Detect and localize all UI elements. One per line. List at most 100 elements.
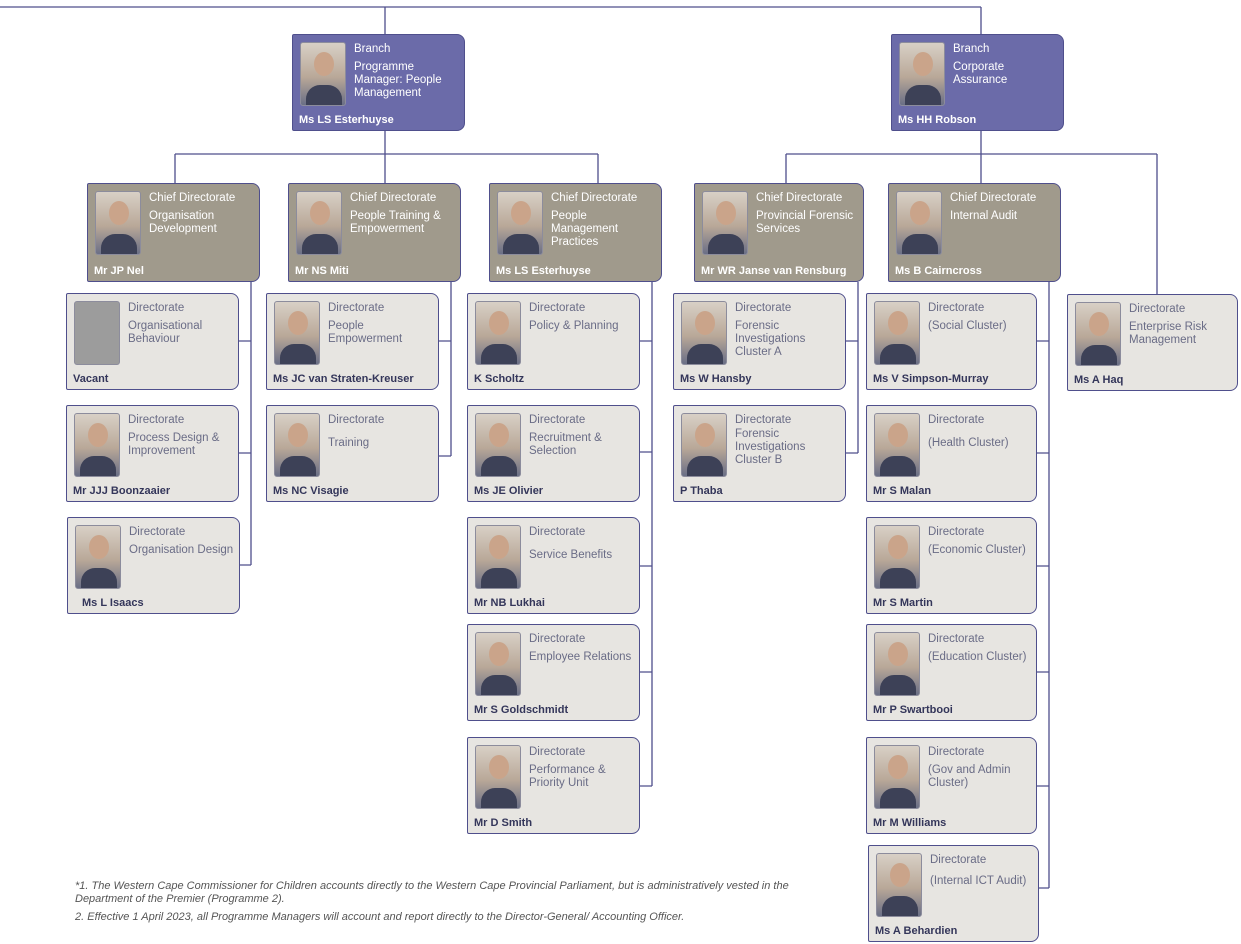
card-unit: Performance & Priority Unit bbox=[529, 764, 606, 789]
person-photo bbox=[274, 413, 320, 477]
card-level: Directorate bbox=[129, 526, 186, 538]
card-person-name: Mr P Swartbooi bbox=[873, 704, 953, 716]
card-level: Directorate bbox=[529, 746, 586, 758]
directorate-card: Directorate (Education Cluster) Mr P Swar… bbox=[866, 624, 1037, 721]
card-unit: Process Design & Improvement bbox=[128, 432, 220, 457]
card-unit: People Empowerment bbox=[328, 320, 403, 345]
connector-c5 bbox=[1037, 282, 1050, 889]
card-unit: Organisation Development bbox=[149, 210, 217, 235]
card-level: Directorate bbox=[928, 414, 985, 426]
card-unit: People Training & Empowerment bbox=[350, 210, 441, 235]
person-photo bbox=[874, 632, 920, 696]
card-unit: Programme Manager: People Management bbox=[354, 61, 442, 99]
card-person-name: Ms B Cairncross bbox=[895, 265, 982, 277]
connector-branch-2 bbox=[785, 131, 1158, 294]
card-unit: (Education Cluster) bbox=[928, 651, 1027, 663]
card-person-name: K Scholtz bbox=[474, 373, 525, 385]
connector-branch-1 bbox=[174, 131, 599, 183]
card-level: Chief Directorate bbox=[149, 192, 236, 204]
directorate-card: Directorate(Health Cluster) Mr S Malan bbox=[866, 405, 1037, 502]
person-photo bbox=[874, 525, 920, 589]
card-level: Directorate bbox=[529, 414, 586, 426]
connector-top bbox=[0, 6, 982, 34]
card-level: Directorate bbox=[328, 302, 385, 314]
card-person-name: Ms A Haq bbox=[1074, 374, 1124, 386]
card-level: Chief Directorate bbox=[551, 192, 638, 204]
card-person-name: Mr S Martin bbox=[873, 597, 933, 609]
card-level: Directorate bbox=[735, 302, 792, 314]
person-photo bbox=[702, 191, 748, 255]
person-photo bbox=[475, 745, 521, 809]
directorate-card: Directorate(Internal ICT Audit) Ms A Beh… bbox=[868, 845, 1039, 942]
footnotes: *1. The Western Cape Commissioner for Ch… bbox=[75, 880, 815, 930]
card-person-name: Mr D Smith bbox=[474, 817, 533, 829]
connector-c3 bbox=[640, 282, 653, 787]
card-unit: Organisational Behaviour bbox=[128, 320, 203, 345]
person-photo bbox=[899, 42, 945, 106]
card-person-name: Ms LS Esterhuyse bbox=[299, 114, 394, 126]
card-level: Directorate bbox=[529, 526, 586, 538]
footnote-2: 2. Effective 1 April 2023, all Programme… bbox=[75, 911, 685, 923]
person-photo bbox=[475, 525, 521, 589]
card-unit: (Internal ICT Audit) bbox=[930, 875, 1027, 887]
directorate-card: Directorate(Economic Cluster) Mr S Marti… bbox=[866, 517, 1037, 614]
person-photo bbox=[681, 301, 727, 365]
card-level: Chief Directorate bbox=[950, 192, 1037, 204]
card-person-name: Mr S Goldschmidt bbox=[474, 704, 569, 716]
card-unit: Corporate Assurance bbox=[953, 61, 1008, 86]
connector-c1 bbox=[239, 282, 252, 566]
card-level: Branch bbox=[953, 43, 990, 55]
person-photo bbox=[874, 413, 920, 477]
card-level: Directorate bbox=[928, 302, 985, 314]
card-level: Directorate bbox=[735, 414, 792, 426]
card-unit: (Economic Cluster) bbox=[928, 544, 1026, 556]
person-photo bbox=[876, 853, 922, 917]
person-photo bbox=[75, 525, 121, 589]
card-person-name: Ms JC van Straten-Kreuser bbox=[273, 373, 414, 385]
card-person-name: Ms NC Visagie bbox=[273, 485, 349, 497]
card-person-name: P Thaba bbox=[680, 485, 723, 497]
card-unit: Forensic Investigations Cluster A bbox=[735, 320, 806, 358]
card-person-name: Mr NB Lukhai bbox=[474, 597, 545, 609]
card-unit: (Gov and Admin Cluster) bbox=[928, 764, 1011, 789]
card-person-name: Ms V Simpson-Murray bbox=[873, 373, 989, 385]
card-unit: (Social Cluster) bbox=[928, 320, 1007, 332]
footnote-1: *1. The Western Cape Commissioner for Ch… bbox=[75, 880, 789, 905]
card-person-name: Ms A Behardien bbox=[875, 925, 958, 937]
person-photo bbox=[300, 42, 346, 106]
card-person-name: Mr S Malan bbox=[873, 485, 932, 497]
card-person-name: Vacant bbox=[73, 373, 109, 385]
card-level: Branch bbox=[354, 43, 391, 55]
card-level: Directorate bbox=[529, 302, 586, 314]
card-person-name: Ms HH Robson bbox=[898, 114, 977, 126]
vacant-photo bbox=[74, 301, 120, 365]
person-photo bbox=[274, 301, 320, 365]
card-unit: Employee Relations bbox=[529, 651, 632, 663]
connector-c4 bbox=[846, 282, 859, 454]
person-photo bbox=[296, 191, 342, 255]
card-person-name: Mr NS Miti bbox=[295, 265, 349, 277]
card-level: Directorate bbox=[128, 414, 185, 426]
card-person-name: Mr JJJ Boonzaaier bbox=[73, 485, 171, 497]
card-level: Directorate bbox=[928, 633, 985, 645]
card-level: Chief Directorate bbox=[350, 192, 437, 204]
card-person-name: Ms W Hansby bbox=[680, 373, 752, 385]
card-person-name: Ms JE Olivier bbox=[474, 485, 544, 497]
connector-c2 bbox=[439, 282, 452, 457]
